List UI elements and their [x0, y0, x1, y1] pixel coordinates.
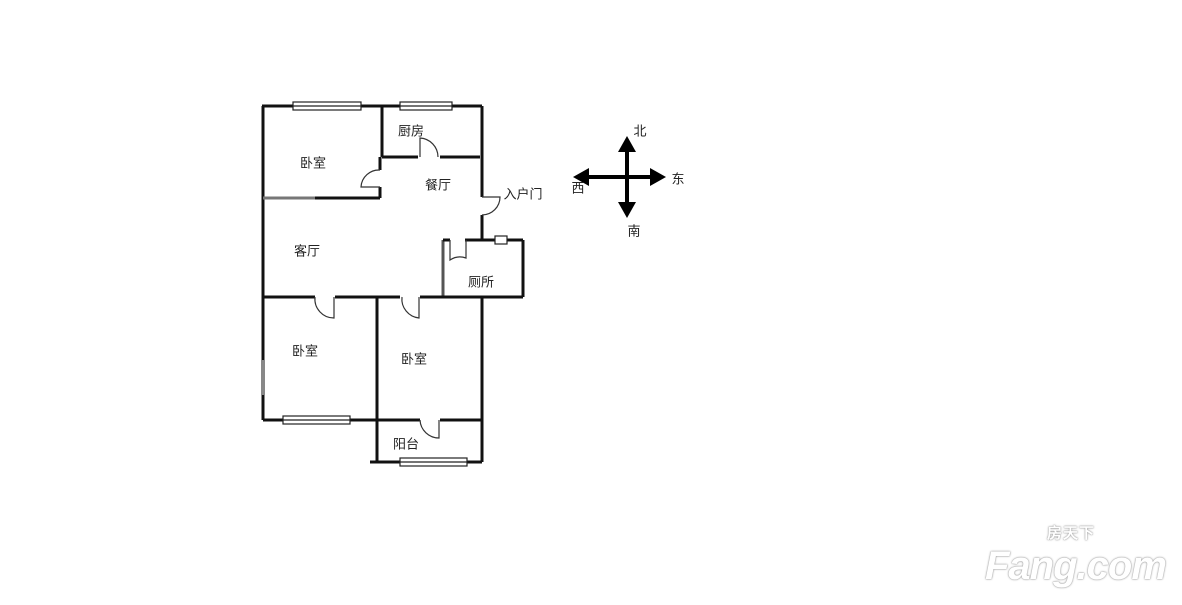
room-label-bedroom-s: 卧室 [400, 352, 428, 368]
room-label-toilet: 厕所 [467, 275, 495, 291]
compass-south-label: 南 [627, 224, 641, 240]
watermark-cn: 房天下 [1047, 524, 1096, 542]
watermark-logo: 房天下 Fang.com [985, 524, 1175, 600]
room-label-bedroom-sw: 卧室 [291, 344, 319, 360]
watermark-en: Fang.com [985, 544, 1167, 588]
compass-north-label: 北 [633, 124, 647, 140]
room-label-balcony: 阳台 [392, 437, 420, 453]
compass-icon [573, 136, 666, 218]
compass-east-label: 东 [671, 172, 685, 188]
room-label-living: 客厅 [293, 244, 321, 260]
windows [282, 101, 508, 467]
room-label-bedroom-nw: 卧室 [299, 156, 327, 172]
doors [314, 137, 501, 439]
compass-west-label: 西 [571, 181, 585, 197]
room-label-kitchen: 厨房 [397, 124, 425, 140]
room-label-dining: 餐厅 [424, 178, 452, 194]
room-label-entrance: 入户门 [503, 187, 543, 203]
